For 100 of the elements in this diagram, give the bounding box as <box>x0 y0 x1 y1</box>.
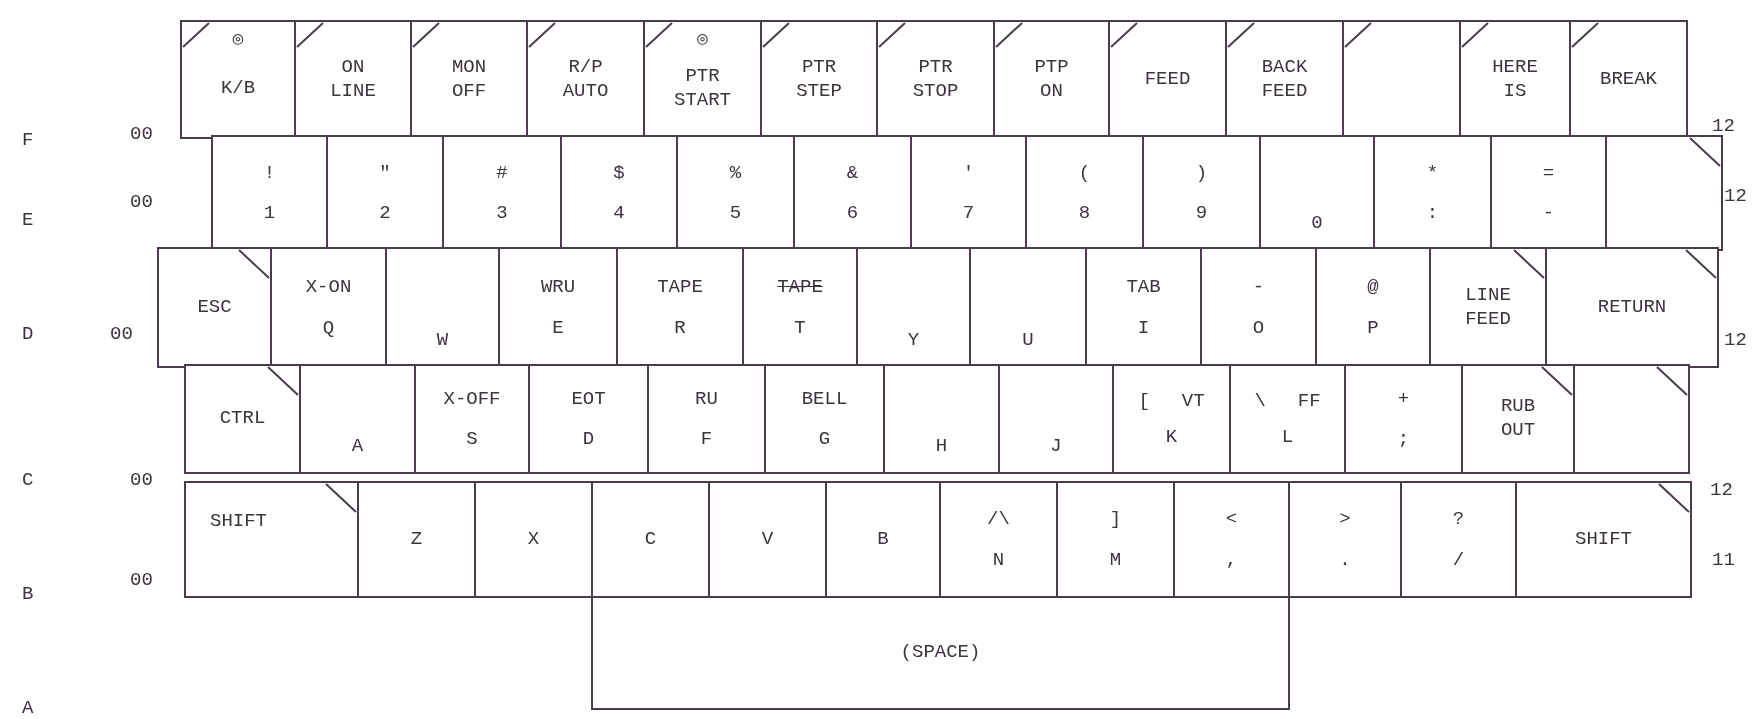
key-legend: E <box>552 313 564 342</box>
row-label: 00 <box>130 568 153 593</box>
key-legend: = <box>1542 158 1555 187</box>
key-legend: K <box>1165 423 1178 452</box>
key-legend: U <box>1022 325 1034 354</box>
key-legend: 6 <box>846 199 859 228</box>
key-legend: " <box>379 158 391 187</box>
key-legend: Q <box>322 313 335 342</box>
key-legend: / <box>1452 545 1465 574</box>
key-legend: N <box>992 545 1005 574</box>
key-legend: PTP ON <box>1034 55 1069 104</box>
key-legend: * <box>1426 158 1439 187</box>
key-legend: @ <box>1367 273 1379 302</box>
key-legend: ? <box>1452 505 1465 534</box>
key-legend: ) <box>1195 158 1208 187</box>
key <box>184 364 301 474</box>
key <box>764 364 885 474</box>
key-legend: K/B <box>220 77 256 101</box>
key-legend: R <box>674 313 686 342</box>
key-legend: G <box>818 425 831 454</box>
key-legend: RU <box>695 384 718 413</box>
key-legend: RETURN <box>1597 295 1667 320</box>
key <box>1400 481 1517 598</box>
key <box>591 481 710 598</box>
key-legend: LINE FEED <box>1465 283 1511 332</box>
key-legend: 2 <box>379 199 391 228</box>
row-label: 12 <box>1712 114 1735 139</box>
key <box>1545 247 1719 368</box>
key-legend: TAPE <box>657 273 703 302</box>
key-legend: BREAK <box>1600 67 1657 92</box>
key-legend: /\ <box>987 505 1010 534</box>
key-legend: ' <box>962 158 975 187</box>
key-legend: A <box>351 431 364 460</box>
key-legend: 9 <box>1195 199 1208 228</box>
key <box>1515 481 1692 598</box>
blank-key <box>1573 364 1690 474</box>
key <box>1112 364 1231 474</box>
key-legend: X-ON <box>305 273 352 302</box>
key-legend: MON OFF <box>451 55 487 104</box>
key-legend: VT <box>1181 386 1205 415</box>
key-legend: FF <box>1297 386 1321 415</box>
key <box>647 364 766 474</box>
row-label: D <box>22 322 34 347</box>
key <box>357 481 476 598</box>
key <box>1344 364 1463 474</box>
key-legend: \ <box>1254 386 1266 415</box>
key-legend: F <box>700 425 713 454</box>
key-legend: - <box>1542 199 1555 228</box>
row-label: E <box>22 208 34 233</box>
key-legend: CTRL <box>219 407 266 431</box>
key-legend: ON LINE <box>330 55 376 104</box>
blank-key <box>1605 135 1723 251</box>
key <box>708 481 827 598</box>
key-legend: 7 <box>962 199 975 228</box>
key <box>528 364 649 474</box>
key <box>1461 364 1575 474</box>
key-legend: . <box>1339 545 1351 574</box>
key-legend: 3 <box>496 199 508 228</box>
key-legend: 1 <box>263 199 276 228</box>
key-legend: 8 <box>1078 199 1091 228</box>
key-legend: FEED <box>1144 67 1191 92</box>
key <box>184 481 359 598</box>
key-legend: ] <box>1109 505 1122 534</box>
space-bar <box>591 598 1290 710</box>
key-legend: , <box>1225 545 1238 574</box>
key-legend: PTR STOP <box>912 55 959 104</box>
row-label: B <box>22 582 34 607</box>
key-legend: SHIFT <box>210 507 267 536</box>
key-legend: I <box>1137 313 1150 342</box>
row-label: 00 <box>130 122 153 147</box>
key-legend: H <box>935 431 948 460</box>
key-legend: T <box>794 313 806 342</box>
key-legend: WRU <box>540 273 576 302</box>
key-legend: SHIFT <box>1575 527 1632 552</box>
key-legend: 4 <box>613 199 625 228</box>
key-legend: ESC <box>197 295 232 320</box>
key-legend: L <box>1281 423 1294 452</box>
key-legend: B <box>877 527 889 552</box>
key-legend: V <box>761 527 774 552</box>
key-legend: TAPE <box>777 273 823 302</box>
key-legend: BELL <box>801 384 848 413</box>
key <box>1173 481 1290 598</box>
key-legend: D <box>582 425 595 454</box>
key-legend: J <box>1050 431 1062 460</box>
row-label: 12 <box>1710 478 1733 503</box>
key-legend: 5 <box>729 199 742 228</box>
row-label: 12 <box>1724 184 1747 209</box>
key-legend: X-OFF <box>443 384 501 413</box>
key-legend: # <box>496 158 508 187</box>
key-legend: W <box>436 325 449 354</box>
key-legend: ( <box>1078 158 1091 187</box>
key-legend: RUB OUT <box>1500 395 1536 443</box>
key-legend: - <box>1252 273 1265 302</box>
key-legend: ◎ <box>697 26 708 53</box>
key-legend: $ <box>613 158 625 187</box>
key <box>939 481 1058 598</box>
key <box>883 364 1000 474</box>
key-legend: Z <box>410 527 423 552</box>
key-legend: PTR STEP <box>796 55 842 104</box>
key-legend: X <box>527 527 540 552</box>
